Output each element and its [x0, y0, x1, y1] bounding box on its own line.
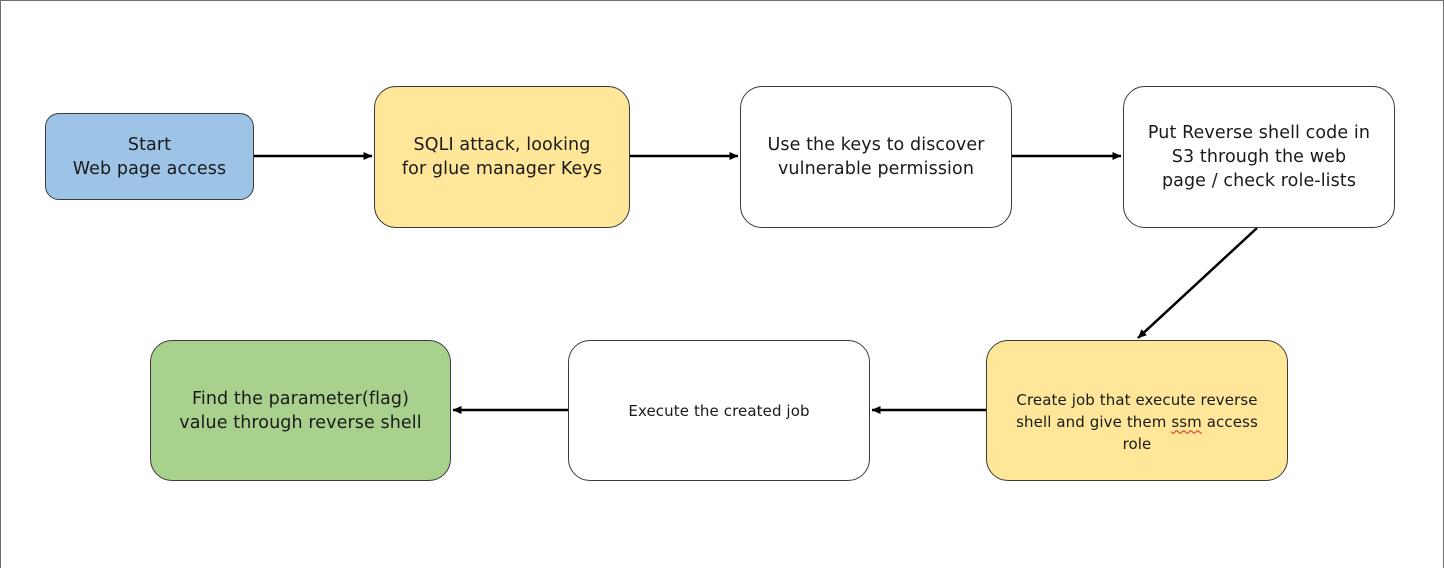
node-execute-job: Execute the created job — [568, 340, 870, 481]
node-create-job-line-3: role — [1122, 434, 1152, 453]
node-start: Start Web page access — [45, 113, 254, 200]
node-create-job-label: Create job that execute reverse shell and… — [1016, 367, 1258, 455]
node-find-flag: Find the parameter(flag) value through r… — [150, 340, 451, 481]
node-execute-job-label: Execute the created job — [628, 401, 810, 420]
node-sqli-attack: SQLI attack, looking for glue manager Ke… — [374, 86, 630, 228]
node-reverse-shell-s3: Put Reverse shell code in S3 through the… — [1123, 86, 1395, 228]
node-create-job-line-1: Create job that execute reverse — [1016, 390, 1258, 409]
node-discover-permission-label: Use the keys to discover vulnerable perm… — [767, 135, 985, 179]
node-reverse-shell-s3-label: Put Reverse shell code in S3 through the… — [1147, 123, 1371, 191]
node-start-label: Start Web page access — [72, 134, 227, 179]
node-sqli-attack-label: SQLI attack, looking for glue manager Ke… — [401, 135, 603, 179]
node-create-job: Create job that execute reverse shell and… — [986, 340, 1288, 481]
node-create-job-ssm: ssm — [1171, 412, 1202, 431]
node-discover-permission: Use the keys to discover vulnerable perm… — [740, 86, 1012, 228]
arrow-s3-to-job — [1137, 227, 1258, 339]
node-find-flag-label: Find the parameter(flag) value through r… — [179, 388, 422, 433]
node-create-job-line-2a: shell and give them — [1016, 412, 1172, 431]
node-create-job-line-2c: access — [1201, 412, 1258, 431]
